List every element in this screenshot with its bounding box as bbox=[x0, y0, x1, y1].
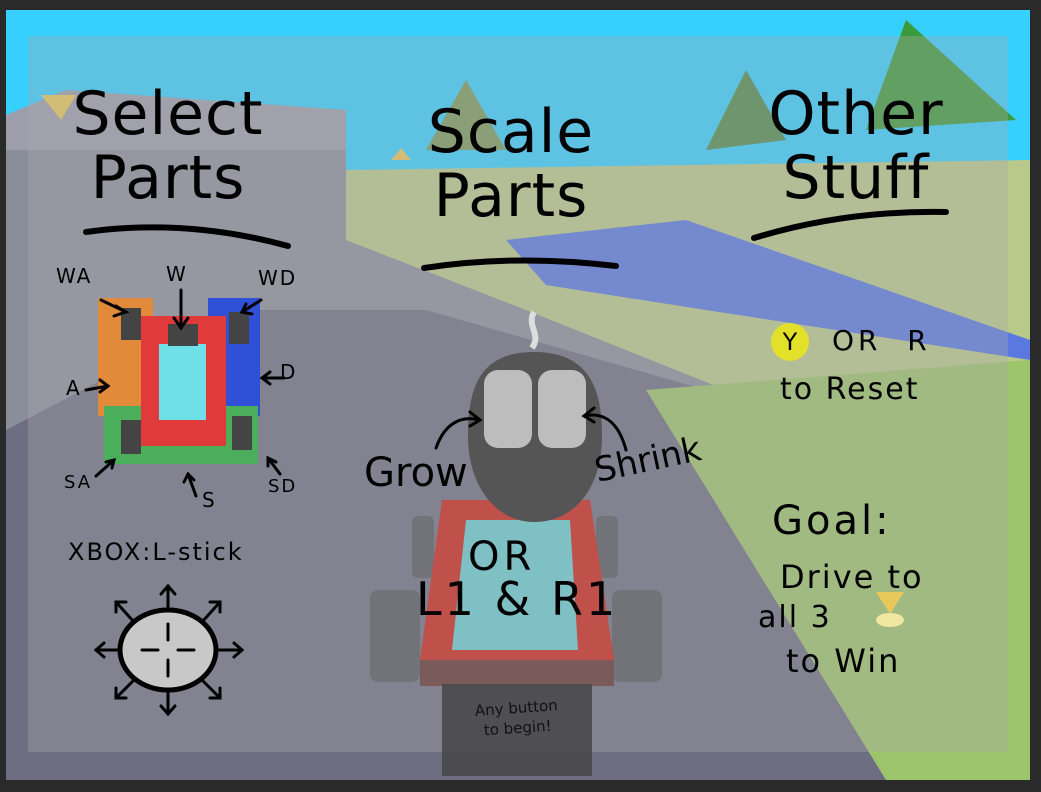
label-wa: WA bbox=[56, 264, 93, 288]
shoulder-buttons-label: L1 & R1 bbox=[416, 572, 619, 626]
select-parts-title: Select Parts bbox=[72, 79, 264, 213]
goal-heading: Goal: bbox=[772, 498, 892, 544]
joystick-icon bbox=[93, 584, 245, 717]
label-s: S bbox=[202, 488, 217, 512]
car-parts-diagram bbox=[84, 288, 286, 498]
goal-line-3: to Win bbox=[786, 642, 901, 680]
scale-parts-title: Scale Parts bbox=[427, 97, 595, 231]
part-cabin bbox=[159, 344, 206, 420]
label-wd: WD bbox=[258, 266, 298, 290]
xbox-stick-label: XBOX:L-stick bbox=[68, 538, 244, 566]
label-sd: SD bbox=[268, 476, 298, 497]
label-a: A bbox=[66, 376, 82, 400]
label-w: W bbox=[166, 262, 188, 286]
trophy-icon bbox=[876, 592, 904, 627]
or-label: OR bbox=[468, 534, 536, 580]
grow-label: Grow bbox=[364, 450, 468, 496]
goal-line-2: all 3 bbox=[758, 600, 832, 635]
begin-prompt-text: Any button to begin! bbox=[474, 696, 559, 740]
other-stuff-title: Other Stuff bbox=[768, 79, 944, 213]
label-d: D bbox=[280, 360, 298, 384]
label-sa: SA bbox=[64, 472, 93, 493]
y-button-icon: Y bbox=[771, 323, 809, 361]
car-and-mouse-illustration bbox=[370, 310, 662, 686]
to-reset-label: to Reset bbox=[780, 372, 920, 407]
game-viewport: Select Parts Scale Parts Other Stuff WA … bbox=[6, 10, 1030, 780]
goal-line-1: Drive to bbox=[780, 558, 924, 596]
or-r-label: OR R bbox=[832, 324, 931, 357]
begin-prompt-box[interactable]: Any button to begin! bbox=[442, 684, 592, 776]
